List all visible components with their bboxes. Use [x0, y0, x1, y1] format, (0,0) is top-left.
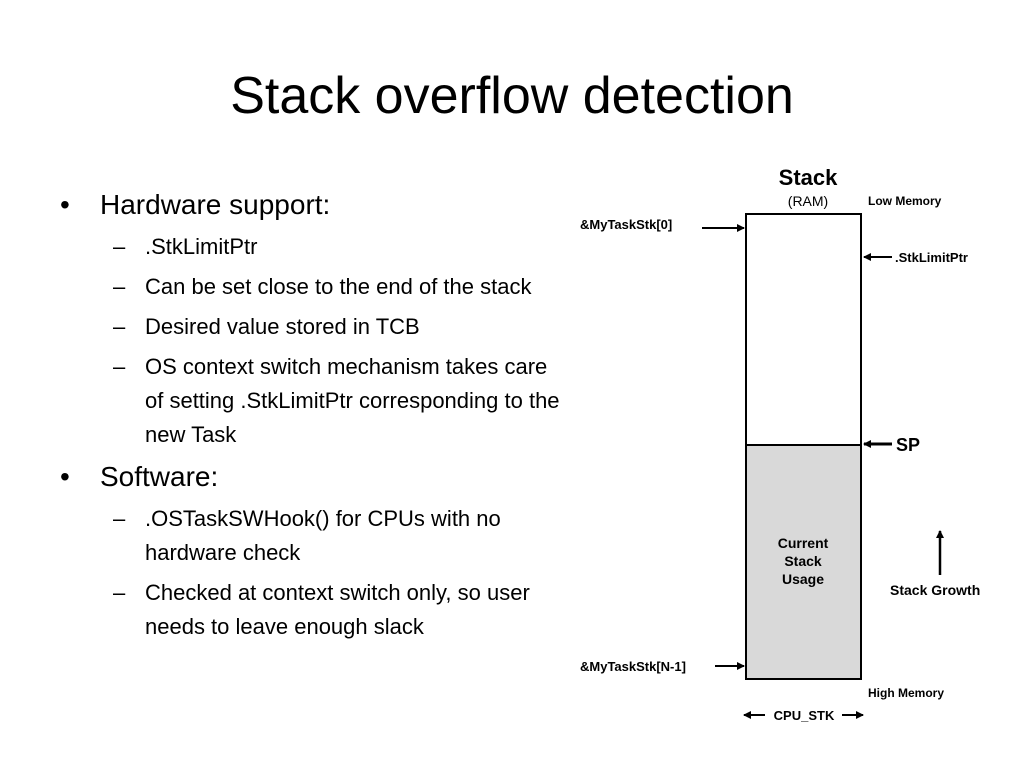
width-label: CPU_STK — [774, 708, 835, 723]
stack-used-region — [745, 444, 862, 680]
sub-bullet-slack: – Checked at context switch only, so use… — [60, 576, 570, 644]
sub-bullet-text: Checked at context switch only, so user … — [145, 580, 530, 639]
stack-heading: Stack — [779, 165, 838, 190]
top-pointer-label: &MyTaskStk[0] — [580, 217, 672, 232]
stklimitptr-label: .StkLimitPtr — [895, 250, 968, 265]
sub-bullet-text: Can be set close to the end of the stack — [145, 274, 532, 299]
bullet-mark: • — [60, 189, 70, 220]
bullet-text: Software: — [100, 461, 219, 492]
sub-bullet-text: Desired value stored in TCB — [145, 314, 420, 339]
dash-mark: – — [113, 354, 126, 379]
sub-bullet-text: .StkLimitPtr — [145, 234, 258, 259]
bullet-list: • Hardware support: – .StkLimitPtr – Can… — [60, 186, 570, 650]
stack-subheading: (RAM) — [788, 193, 828, 209]
sub-bullet-close-to-end: – Can be set close to the end of the sta… — [60, 270, 570, 304]
sub-bullet-ostaskswhook: – .OSTaskSWHook() for CPUs with no hardw… — [60, 502, 570, 570]
bullet-software: • Software: — [60, 458, 570, 496]
dash-mark: – — [113, 274, 126, 299]
sub-bullet-context-switch: – OS context switch mechanism takes care… — [60, 350, 570, 452]
page-title: Stack overflow detection — [230, 67, 794, 125]
dash-mark: – — [113, 314, 126, 339]
sub-bullet-text: OS context switch mechanism takes care o… — [145, 354, 560, 447]
sp-label: SP — [896, 435, 920, 455]
stack-diagram: Stack (RAM) Low Memory &MyTaskStk[0] .St… — [570, 155, 1010, 735]
dash-mark: – — [113, 234, 126, 259]
high-memory-label: High Memory — [868, 686, 944, 700]
stack-diagram-svg: Stack (RAM) Low Memory &MyTaskStk[0] .St… — [580, 165, 980, 723]
usage-label-line-2: Stack — [784, 553, 822, 569]
stack-free-region — [745, 213, 862, 446]
stack-growth-label: Stack Growth — [890, 582, 980, 598]
usage-label-line-3: Usage — [782, 571, 824, 587]
dash-mark: – — [113, 580, 126, 605]
sub-bullet-text: .OSTaskSWHook() for CPUs with no hardwar… — [145, 506, 501, 565]
bullet-text: Hardware support: — [100, 189, 331, 220]
dash-mark: – — [113, 506, 126, 531]
bottom-pointer-label: &MyTaskStk[N-1] — [580, 659, 686, 674]
usage-label-line-1: Current — [778, 535, 829, 551]
low-memory-label: Low Memory — [868, 194, 942, 208]
bullet-hardware-support: • Hardware support: — [60, 186, 570, 224]
sub-bullet-stklimitptr: – .StkLimitPtr — [60, 230, 570, 264]
sub-bullet-tcb: – Desired value stored in TCB — [60, 310, 570, 344]
bullet-mark: • — [60, 461, 70, 492]
